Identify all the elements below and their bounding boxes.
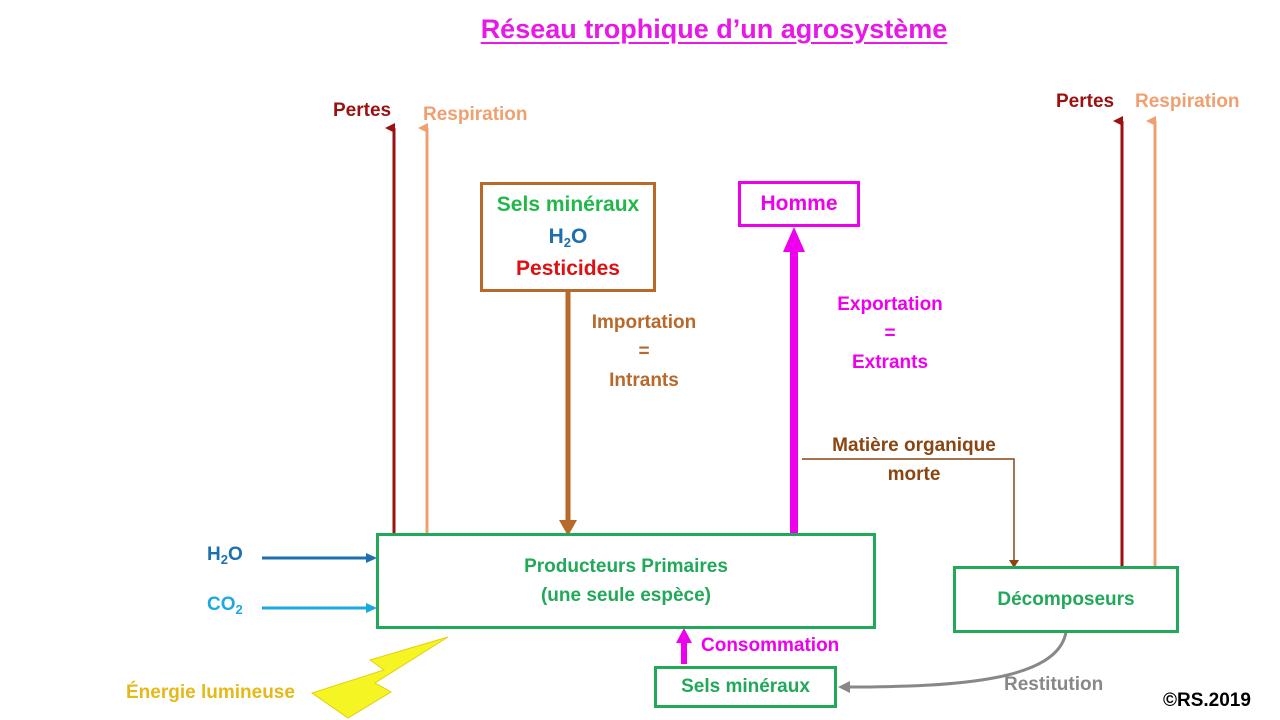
matiere-organique-arrow — [802, 458, 1019, 568]
h2o-input-label: H2O — [207, 544, 243, 567]
respiration-left-label: Respiration — [423, 104, 528, 125]
restitution-label: Restitution — [1004, 674, 1104, 695]
producteurs-primaires-box: Producteurs Primaires (une seule espèce) — [376, 533, 876, 629]
homme-box: Homme — [738, 181, 860, 227]
consommation-label: Consommation — [701, 635, 840, 656]
intrants-box: Sels minéraux H2O Pesticides — [480, 182, 656, 292]
pesticides-intrant: Pesticides — [516, 257, 620, 280]
exportation-label: Exportation = Extrants — [837, 294, 943, 373]
h2o-intrant: H2O — [548, 225, 588, 250]
h2o-input-arrow — [262, 553, 377, 563]
copyright-label: ©RS.2019 — [1163, 690, 1251, 711]
sels-mineraux-box: Sels minéraux — [654, 666, 837, 708]
diagram-title: Réseau trophique d’un agrosystème — [480, 14, 948, 44]
pertes-right-label: Pertes — [1056, 91, 1115, 112]
exportation-arrow — [783, 227, 805, 533]
co2-input-arrow — [262, 603, 377, 613]
decomposeurs-box: Décomposeurs — [953, 566, 1179, 633]
matiere-organique-label: Matière organique morte — [832, 435, 996, 485]
co2-input-label: CO2 — [207, 594, 243, 617]
energie-lumineuse-label: Énergie lumineuse — [126, 682, 295, 703]
lightning-bolt-icon — [310, 636, 449, 719]
importation-arrow — [559, 291, 577, 536]
consommation-arrow — [676, 628, 692, 664]
restitution-arrow — [838, 631, 1068, 693]
pertes-left-label: Pertes — [333, 100, 392, 121]
respiration-right-label: Respiration — [1135, 91, 1240, 112]
sels-mineraux-intrant: Sels minéraux — [496, 193, 640, 216]
importation-label: Importation = Intrants — [591, 312, 697, 391]
